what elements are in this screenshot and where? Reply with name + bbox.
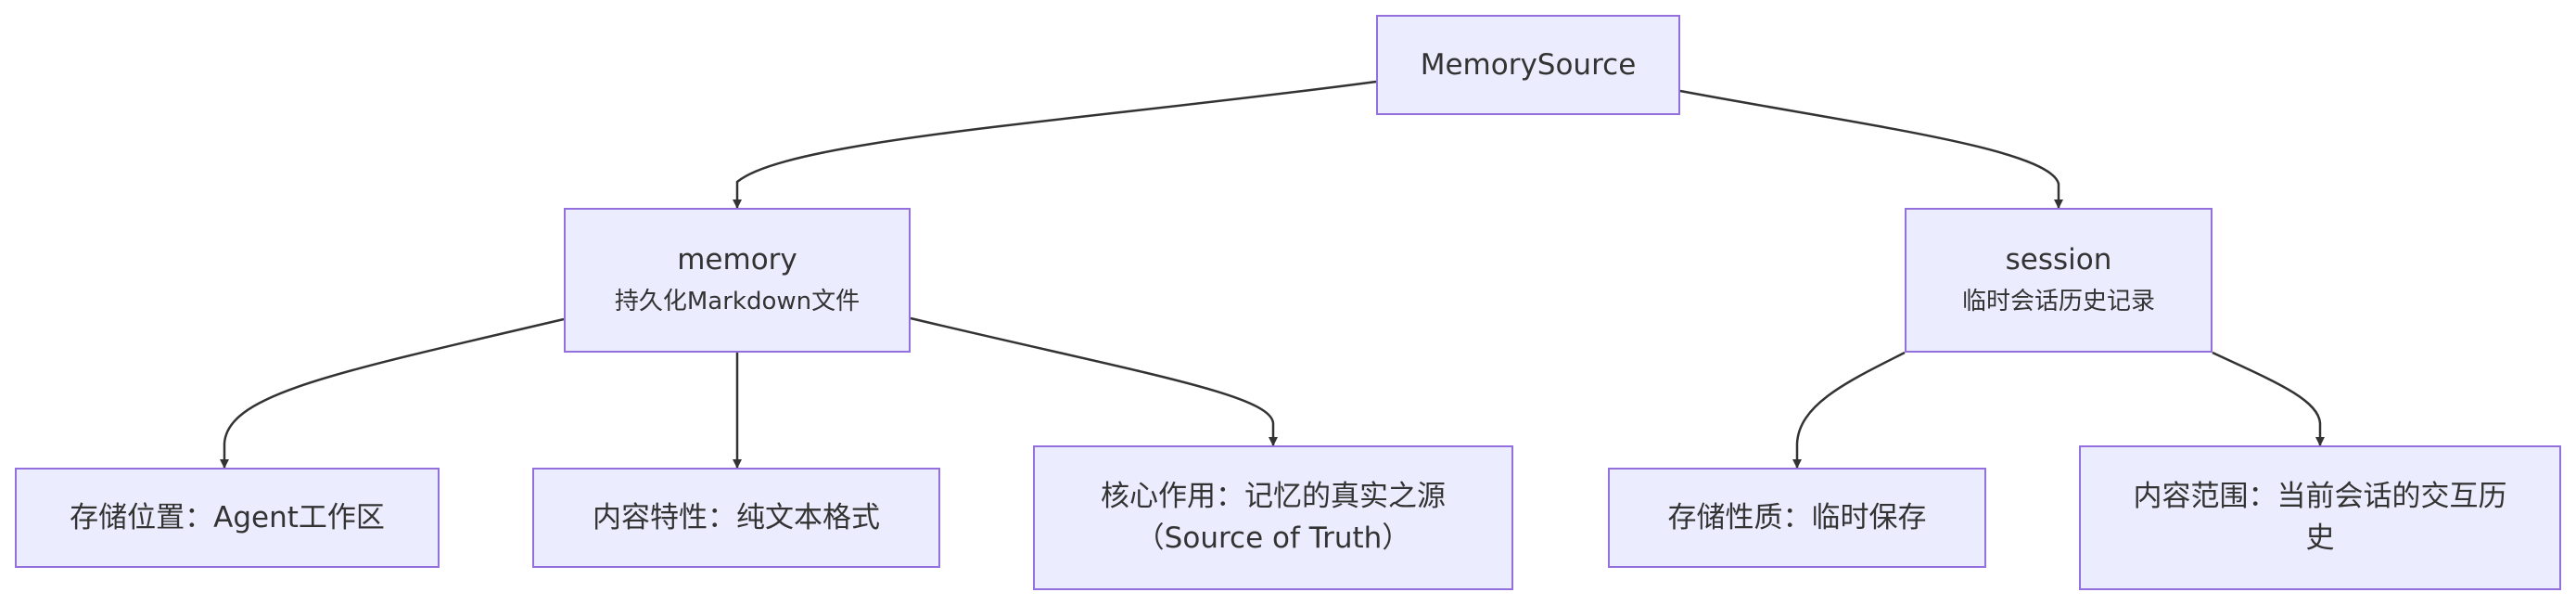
core-role-label: 核心作用：记忆的真实之源 （Source of Truth） [1101, 480, 1446, 555]
memory-source-node: MemorySource [1376, 15, 1680, 115]
core-role-node: 核心作用：记忆的真实之源 （Source of Truth） [1033, 445, 1513, 590]
content-property-node: 内容特性：纯文本格式 [532, 468, 940, 568]
edge-memory-storage-location [220, 317, 565, 469]
content-scope-label: 内容范围：当前会话的交互历史 [2133, 480, 2507, 555]
storage-nature-node: 存储性质：临时保存 [1608, 468, 1986, 568]
edge-session-storage-nature [1792, 351, 1906, 469]
edge-root-memory [733, 80, 1377, 209]
storage-nature-label: 存储性质：临时保存 [1667, 500, 1927, 534]
storage-location-node: 存储位置：Agent工作区 [15, 468, 440, 568]
session-subtitle: 临时会话历史记录 [1961, 288, 2155, 316]
memory-title: memory [677, 242, 797, 277]
storage-location-label: 存储位置：Agent工作区 [70, 500, 385, 534]
edge-root-session [1679, 89, 2063, 209]
memory-source-label: MemorySource [1420, 47, 1637, 82]
memory-node: memory 持久化Markdown文件 [564, 208, 911, 353]
session-node: session 临时会话历史记录 [1905, 208, 2213, 353]
memory-subtitle: 持久化Markdown文件 [614, 288, 861, 316]
edge-session-content-scope [2212, 351, 2325, 446]
edge-memory-core-role [910, 316, 1278, 446]
content-property-label: 内容特性：纯文本格式 [593, 500, 880, 534]
content-scope-node: 内容范围：当前会话的交互历史 [2079, 445, 2561, 590]
session-title: session [2005, 242, 2112, 277]
